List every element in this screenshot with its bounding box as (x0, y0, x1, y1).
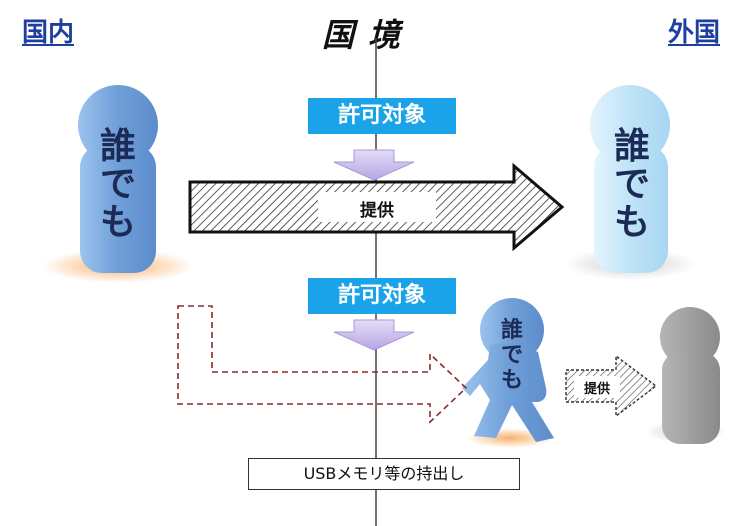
usb-carryout-box: USBメモリ等の持出し (248, 458, 520, 490)
left-person-body (80, 145, 156, 273)
right-person-label: 誰でも (613, 126, 650, 243)
gray-person-head (660, 307, 720, 367)
left-person-label: 誰でも (99, 126, 136, 243)
provide-label-bottom: 提供 (583, 382, 610, 397)
right-person-head (590, 85, 670, 165)
down-arrow-bottom (333, 319, 415, 351)
walking-person-body (462, 343, 554, 442)
right-person-body (594, 145, 668, 273)
left-person-head (78, 85, 158, 165)
permit-label-bottom: 許可対象 (308, 278, 456, 314)
permit-label-top: 許可対象 (308, 98, 456, 134)
border-title: 国境 (322, 16, 415, 54)
walking-person-label: 誰でも (500, 318, 523, 393)
down-arrow-top (333, 149, 415, 181)
domestic-label: 国内 (22, 18, 75, 48)
gray-person-body (662, 352, 720, 444)
provide-label-bg-bottom (574, 376, 620, 398)
provide-label-top: 提供 (360, 201, 394, 221)
foreign-label: 外国 (668, 18, 721, 48)
dashed-route-arrow (177, 305, 468, 424)
provide-label-bg-top (318, 192, 436, 222)
